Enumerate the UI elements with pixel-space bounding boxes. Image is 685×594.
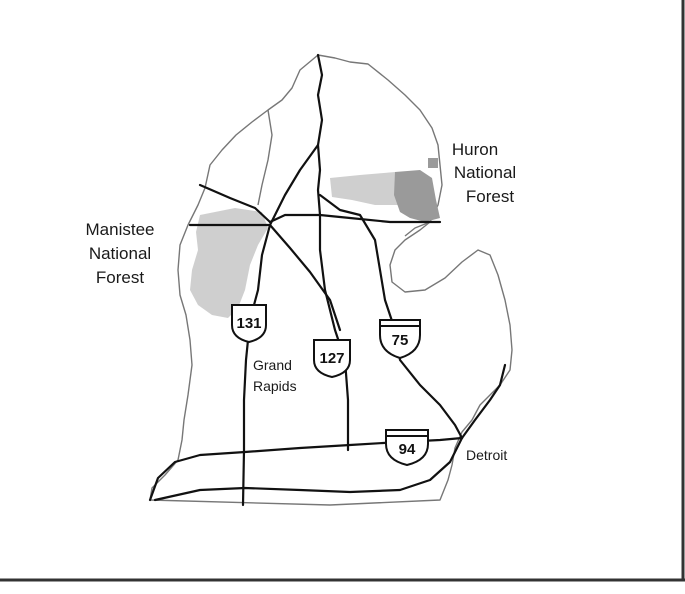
i-75-shield: 75 (379, 319, 421, 360)
manistee-forest-label: Manistee National Forest (86, 220, 155, 287)
huron-forest-patch (428, 158, 438, 168)
svg-text:75: 75 (392, 332, 409, 349)
road-i75 (318, 193, 464, 440)
road-us127 (318, 213, 350, 452)
saginaw-bay (404, 221, 431, 237)
road-detroit-north (460, 363, 507, 440)
manistee-forest-area (190, 208, 268, 318)
svg-text:Grand: Grand (253, 357, 292, 373)
road-us131-north (316, 53, 324, 217)
road-diag-se (268, 223, 342, 332)
svg-text:National: National (454, 163, 516, 182)
detroit-label: Detroit (466, 447, 507, 463)
huron-forest-label: Huron National Forest (452, 140, 516, 206)
us-131-shield: 131 (231, 304, 267, 344)
us-127-shield: 127 (313, 339, 351, 379)
road-diag-nw (268, 143, 320, 227)
i-94-shield: 94 (385, 429, 429, 467)
svg-text:131: 131 (236, 315, 261, 332)
svg-text:94: 94 (399, 441, 416, 458)
traverse-bay (257, 109, 273, 206)
lower-peninsula-outline (149, 54, 513, 506)
svg-text:Huron: Huron (452, 140, 498, 159)
huron-forest-light (330, 172, 412, 205)
huron-forest-dark (394, 170, 440, 222)
svg-text:Forest: Forest (466, 187, 514, 206)
road-southern (153, 436, 464, 502)
svg-text:127: 127 (319, 350, 344, 367)
road-m72 (268, 213, 442, 224)
svg-text:Forest: Forest (96, 268, 144, 287)
svg-text:Manistee: Manistee (86, 220, 155, 239)
grand-rapids-label: Grand Rapids (253, 357, 297, 394)
svg-text:National: National (89, 244, 151, 263)
road-east-west-north (198, 183, 272, 224)
svg-text:Rapids: Rapids (253, 378, 297, 394)
